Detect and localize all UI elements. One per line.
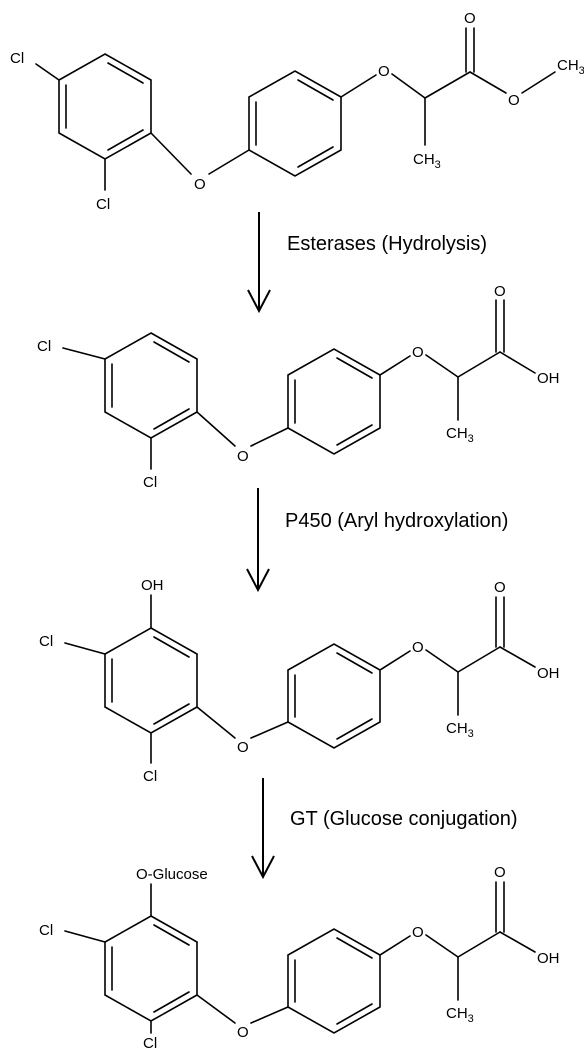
ring-inner-bond <box>153 924 190 946</box>
ester-bond <box>469 71 507 94</box>
molecule-glucose-conjugate: O-Glucose Cl Cl O O O OH CH3 <box>39 864 560 1049</box>
cl-bond <box>62 347 106 360</box>
ring-inner-bond <box>153 636 190 658</box>
chlorine-label: Cl <box>143 1035 157 1049</box>
ring-inner-bond <box>336 424 373 446</box>
ether-bond <box>150 132 192 175</box>
molecule-diclofop-acid: Cl Cl O O O OH CH3 <box>37 283 560 491</box>
ring-inner-bond <box>336 718 373 740</box>
step-label-aryl-hydroxylation: P450 (Aryl hydroxylation) <box>285 510 508 532</box>
dichlorophenyl-ring <box>104 332 198 439</box>
cl-bond <box>64 642 106 655</box>
cl-bond <box>64 930 106 943</box>
ether-oxygen-label: O <box>237 739 249 756</box>
side-chain-bond <box>457 351 501 378</box>
carbonyl-oxygen-label: O <box>464 10 476 27</box>
side-o-bond <box>379 650 411 671</box>
ether-oxygen-label: O <box>194 176 206 193</box>
arrow-head <box>251 855 275 880</box>
glucose-label: O-Glucose <box>136 866 208 883</box>
methyl-label: CH3 <box>446 720 474 740</box>
chlorine-label: Cl <box>39 922 53 939</box>
side-chain-bond <box>457 931 501 958</box>
chlorine-label: Cl <box>39 633 53 650</box>
ring-inner-bond <box>297 79 334 101</box>
carbonyl-oxygen-label: O <box>494 283 506 300</box>
ether-bond <box>250 721 289 739</box>
phenoxy-ring <box>248 70 342 177</box>
acid-oh-label: OH <box>537 370 560 387</box>
acid-oh-label: OH <box>537 665 560 682</box>
side-o-bond <box>379 935 411 956</box>
ether-bond <box>196 411 236 447</box>
carbonyl-oxygen-label: O <box>494 864 506 881</box>
ester-oxygen-label: O <box>508 92 520 109</box>
ring-inner-bond <box>336 937 373 959</box>
molecule-hydroxy-diclofop-acid: OH Cl Cl O O O OH CH3 <box>39 577 560 785</box>
ether-bond <box>196 994 236 1024</box>
side-chain-bond <box>425 934 459 958</box>
acid-bond <box>499 351 536 374</box>
side-oxygen-label: O <box>412 639 424 656</box>
ether-oxygen-label: O <box>237 448 249 465</box>
acid-oh-label: OH <box>537 950 560 967</box>
methyl-label: CH3 <box>413 151 441 171</box>
chlorine-label: Cl <box>96 196 110 213</box>
methyl-ester-label: CH3 <box>557 57 584 77</box>
side-chain-bond <box>425 649 459 673</box>
molecule-diclofop-methyl: Cl Cl O O O O CH3 CH3 <box>10 10 584 213</box>
dichlorophenyl-ring <box>104 627 198 734</box>
ether-bond <box>196 706 236 739</box>
methyl-label: CH3 <box>446 1005 474 1025</box>
ring-inner-bond <box>153 408 190 430</box>
cl-bond <box>35 63 60 81</box>
ring-inner-bond <box>153 991 190 1013</box>
side-chain-bond <box>425 354 459 378</box>
dichlorophenyl-ring <box>58 53 152 160</box>
chlorine-label: Cl <box>143 768 157 785</box>
chlorine-label: Cl <box>143 474 157 491</box>
side-oxygen-label: O <box>412 924 424 941</box>
carbonyl-oxygen-label: O <box>494 579 506 596</box>
side-chain-bond <box>457 646 501 673</box>
ring-inner-bond <box>336 652 373 674</box>
phenoxy-ring <box>287 643 381 749</box>
ring-inner-bond <box>107 62 144 84</box>
arrow-head <box>247 289 271 314</box>
side-o-bond <box>379 355 411 376</box>
ether-bond <box>250 1006 289 1024</box>
side-chain-bond <box>391 73 426 99</box>
ether-oxygen-label: O <box>237 1024 249 1041</box>
acid-bond <box>499 931 536 953</box>
ring-inner-bond <box>153 703 190 725</box>
ether-bond <box>208 149 250 175</box>
ring-inner-bond <box>336 357 373 379</box>
side-oxygen-label: O <box>378 63 390 80</box>
phenoxy-ring <box>287 348 381 455</box>
step-label-hydrolysis: Esterases (Hydrolysis) <box>287 233 487 255</box>
acid-bond <box>499 646 536 668</box>
ring-inner-bond <box>297 146 334 168</box>
hydroxyl-label: OH <box>141 577 164 594</box>
chlorine-label: Cl <box>37 338 51 355</box>
arrow-head <box>246 568 270 593</box>
side-oxygen-label: O <box>412 344 424 361</box>
methyl-label: CH3 <box>446 425 474 445</box>
dichlorophenyl-ring <box>104 915 198 1022</box>
chlorine-label: Cl <box>10 50 24 67</box>
ring-inner-bond <box>153 341 190 363</box>
phenoxy-ring <box>287 928 381 1034</box>
step-label-glucose-conjugation: GT (Glucose conjugation) <box>290 808 518 830</box>
ester-methyl-bond <box>521 71 556 94</box>
ether-bond <box>250 427 289 447</box>
side-chain-bond <box>424 71 471 99</box>
ring-inner-bond <box>107 129 144 151</box>
ring-inner-bond <box>336 1003 373 1025</box>
side-o-bond <box>340 74 377 98</box>
